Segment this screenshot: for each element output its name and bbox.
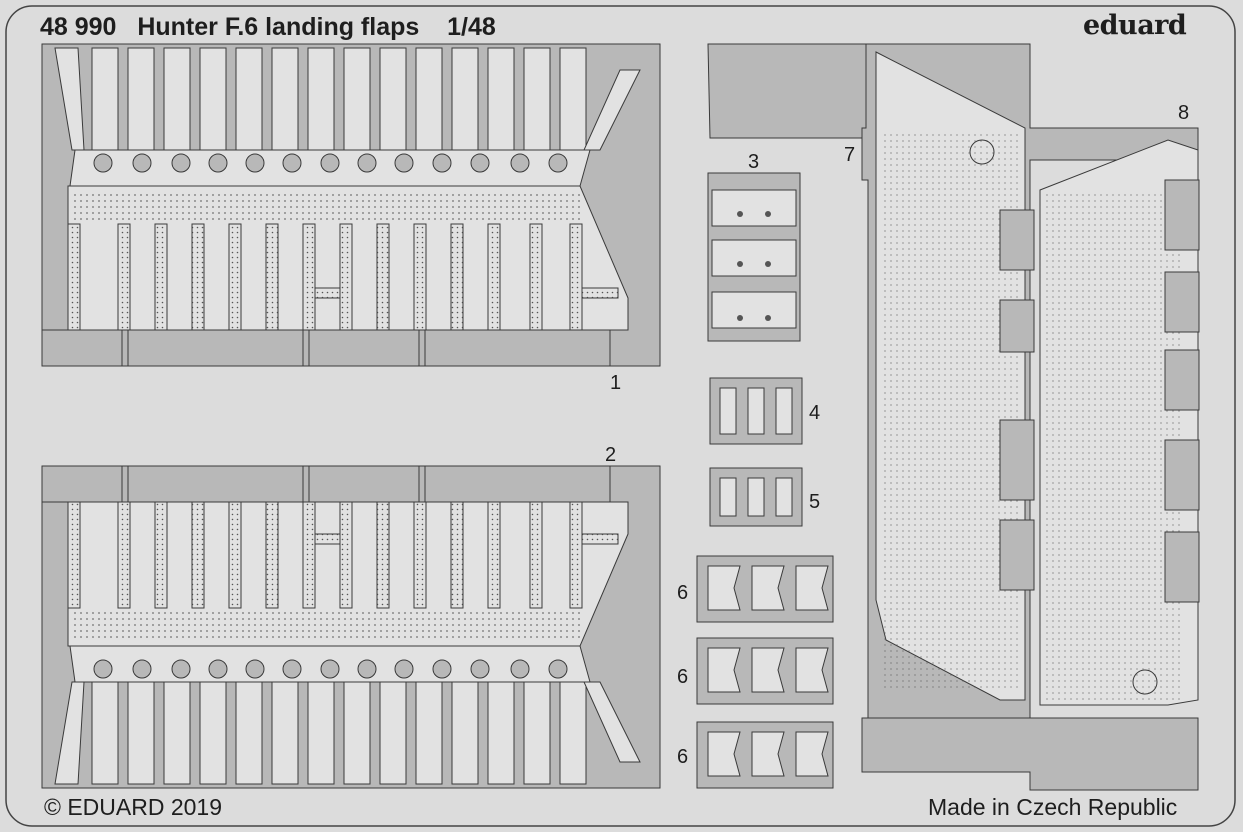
part-number-5: 5 (809, 491, 821, 513)
part-number-7: 7 (844, 144, 856, 166)
part-number-6c: 6 (677, 746, 689, 768)
part-number-6a: 6 (677, 582, 689, 604)
scale: 1/48 (447, 13, 496, 41)
product-name: Hunter F.6 landing flaps (137, 13, 420, 41)
part-1-flap (41, 43, 661, 367)
part-4-strips (709, 377, 803, 445)
part-number-4: 4 (809, 402, 821, 424)
part-3-bracket (707, 172, 801, 342)
copyright-text: © EDUARD 2019 (44, 794, 223, 820)
part-number-8: 8 (1178, 102, 1190, 124)
part-5-strips (709, 467, 803, 527)
part-number-1: 1 (610, 372, 622, 394)
sheet-title: 48 990 Hunter F.6 landing flaps 1/48 (40, 13, 496, 42)
origin-text: Made in Czech Republic (928, 794, 1178, 820)
part-number-2: 2 (605, 444, 617, 466)
part-6-brackets-b (696, 637, 834, 705)
part-2-flap (41, 465, 661, 789)
part-number-3: 3 (748, 151, 760, 173)
part-8-panel (999, 139, 1200, 706)
part-number-6b: 6 (677, 666, 689, 688)
brand-logo: eduard (1083, 10, 1187, 41)
part-6-brackets-a (696, 555, 834, 623)
product-code: 48 990 (40, 13, 117, 41)
part-7-panel (707, 43, 1199, 791)
part-6-brackets-c (696, 721, 834, 789)
fret-frame (5, 5, 1236, 827)
